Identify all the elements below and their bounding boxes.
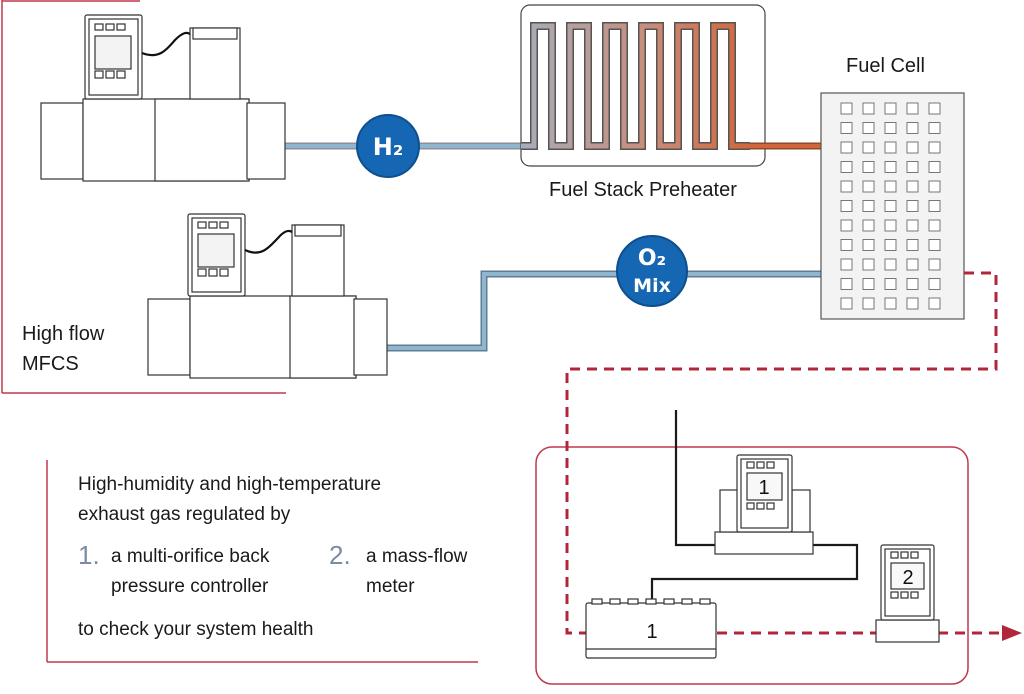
fuel-cell-unit [928, 102, 941, 115]
o2-pipe [387, 270, 832, 352]
description-line2: exhaust gas regulated by [78, 504, 291, 525]
control-wiring [650, 410, 859, 603]
fuel-cell-unit [862, 161, 875, 173]
preheater-label: Fuel Stack Preheater [549, 179, 737, 201]
fuel-cell-unit [840, 122, 853, 134]
fuel-cell-unit [840, 102, 853, 115]
fuel-cell-unit [906, 180, 919, 193]
item2-line2: meter [366, 576, 415, 597]
fuel-cell-unit [862, 278, 875, 290]
fuel-cell-unit [928, 258, 941, 271]
fuel-cell-unit [840, 180, 853, 193]
fuel-cell-unit [884, 122, 897, 134]
fuel-cell-unit [906, 278, 919, 290]
o2-mix-bubble [616, 235, 688, 307]
fuel-cell-unit [840, 239, 853, 251]
fuel-cell-unit [884, 219, 897, 232]
fuel-cell-unit [840, 219, 853, 232]
fuel-cell-unit [840, 258, 853, 271]
bpc-top-number: 1 [758, 477, 769, 499]
fuel-cell-unit [862, 219, 875, 232]
fuel-cell-unit [928, 141, 941, 154]
fuel-cell-unit [928, 239, 941, 251]
back-pressure-controller-bottom [585, 598, 717, 659]
fuel-cell-unit [906, 102, 919, 115]
fuel-cell-unit [862, 180, 875, 193]
fuel-cell-unit [928, 122, 941, 134]
fuel-cell-unit [884, 141, 897, 154]
fuel-cell-unit [862, 122, 875, 134]
fuel-cell-unit [906, 141, 919, 154]
mfcs-label-line2: MFCS [22, 353, 79, 375]
description-frame [46, 460, 478, 663]
fuel-cell-unit [840, 278, 853, 290]
fuel-cell-unit [840, 200, 853, 212]
fuel-cell-label: Fuel Cell [846, 55, 925, 77]
back-pressure-controller-top [714, 454, 814, 555]
fuel-cell-unit [884, 258, 897, 271]
fuel-cell-unit [906, 239, 919, 251]
bpc-bottom-number: 1 [646, 621, 657, 643]
flow-meter-number: 2 [902, 567, 913, 589]
fuel-cell-unit [928, 278, 941, 290]
fuel-cell-stack [820, 92, 965, 320]
fuel-cell-unit [862, 258, 875, 271]
fuel-stack-preheater [520, 4, 766, 167]
fuel-cell-unit [862, 141, 875, 154]
mix-bubble-label: Mix [633, 275, 671, 297]
fuel-cell-unit [840, 297, 853, 310]
item1-line2: pressure controller [111, 576, 269, 597]
mfc-bottom [147, 213, 388, 379]
fuel-cell-unit [884, 200, 897, 212]
exhaust-path [565, 271, 1000, 635]
fuel-cell-unit [906, 258, 919, 271]
fuel-cell-unit [862, 200, 875, 212]
mfc-top [40, 14, 286, 182]
fuel-cell-unit [928, 219, 941, 232]
mfcs-frame [1, 0, 286, 394]
fuel-cell-unit [884, 161, 897, 173]
fuel-cell-unit [906, 161, 919, 173]
fuel-cell-unit [928, 297, 941, 310]
exhaust-arrow-out [1002, 625, 1022, 641]
fuel-cell-unit [906, 219, 919, 232]
h2-bubble-label: H₂ [373, 133, 404, 161]
item1-line1: a multi-orifice back [111, 546, 270, 567]
fuel-cell-unit [906, 297, 919, 310]
fuel-cell-unit [884, 297, 897, 310]
h2-bubble [356, 114, 420, 178]
fuel-cell-unit [884, 180, 897, 193]
fuel-cell-unit [862, 297, 875, 310]
description-footer: to check your system health [78, 619, 314, 640]
fuel-cell-unit [928, 180, 941, 193]
item2-number: 2. [329, 540, 351, 570]
item1-number: 1. [78, 540, 100, 570]
fuel-cell-unit [884, 239, 897, 251]
fuel-cell-unit [884, 102, 897, 115]
fuel-cell-unit [862, 239, 875, 251]
fuel-cell-unit [906, 122, 919, 134]
fuel-cell-unit [840, 161, 853, 173]
fuel-cell-unit [928, 200, 941, 212]
description-line1: High-humidity and high-temperature [78, 474, 382, 495]
o2-bubble-label: O₂ [638, 246, 666, 271]
fuel-cell-unit [840, 141, 853, 154]
mass-flow-meter [875, 544, 940, 643]
exhaust-system-box [535, 446, 969, 685]
mfcs-label-line1: High flow [22, 323, 105, 345]
fuel-cell-unit [928, 161, 941, 173]
fuel-cell-unit [906, 200, 919, 212]
fuel-cell-unit [884, 278, 897, 290]
fuel-cell-unit [862, 102, 875, 115]
item2-line1: a mass-flow [366, 546, 468, 567]
